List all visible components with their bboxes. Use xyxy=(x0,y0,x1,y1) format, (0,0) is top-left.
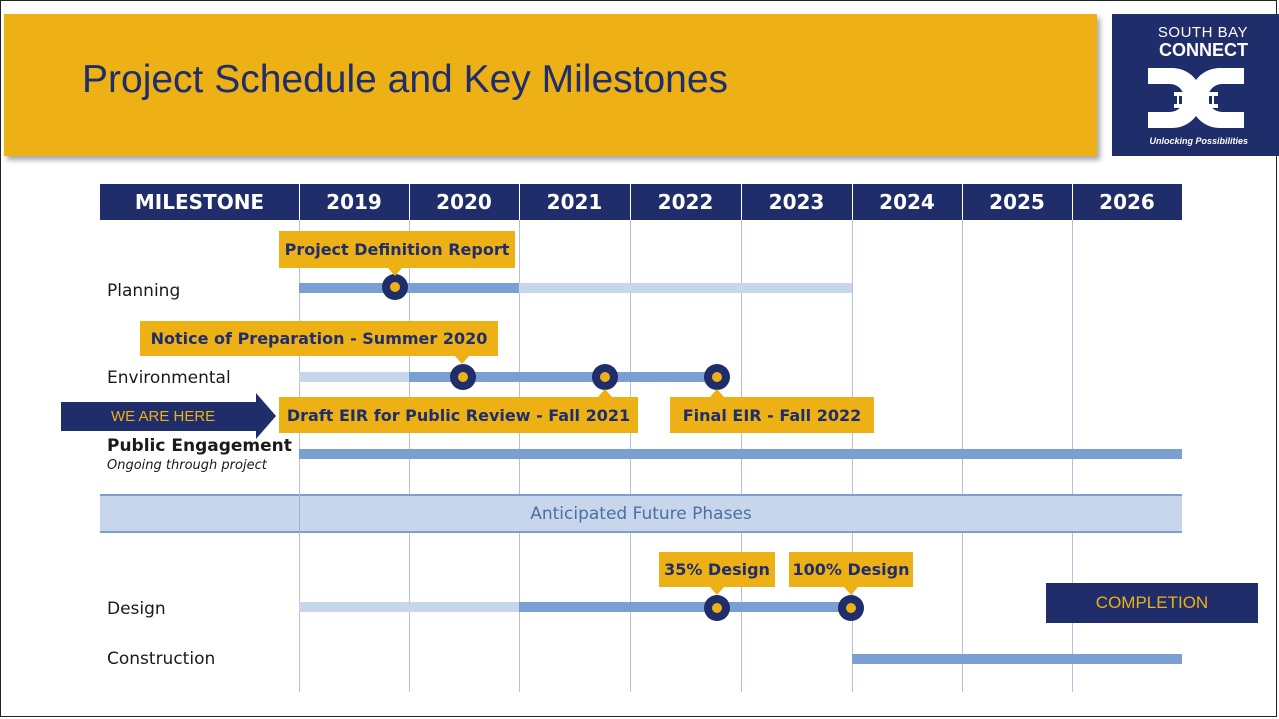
design-bar-active xyxy=(519,602,850,612)
callout-pointer xyxy=(710,389,724,397)
row-label-environmental: Environmental xyxy=(107,368,231,388)
public-engagement-bar xyxy=(299,449,1182,459)
callout-text: Final EIR - Fall 2022 xyxy=(682,405,862,425)
callout-pointer xyxy=(844,587,858,595)
year-gridline xyxy=(299,494,300,533)
callout-draft-eir: Draft EIR for Public Review - Fall 2021 xyxy=(279,389,638,433)
header-year: 2024 xyxy=(879,190,935,214)
milestone-marker-icon xyxy=(450,364,476,390)
row-label-design: Design xyxy=(107,599,166,619)
header-year: 2022 xyxy=(657,190,714,214)
header-divider xyxy=(299,184,300,220)
milestone-marker-icon xyxy=(704,364,730,390)
logo-line1: SOUTH BAY xyxy=(1157,24,1248,41)
logo-mark-icon xyxy=(1148,68,1244,128)
callout-pointer xyxy=(455,356,469,364)
logo-line2: CONNECT xyxy=(1159,40,1248,60)
planning-bar-active xyxy=(299,283,519,293)
header-divider xyxy=(852,184,853,220)
we-are-here-banner: WE ARE HERE xyxy=(61,402,256,431)
callout-notice-of-preparation: Notice of Preparation - Summer 2020 xyxy=(140,321,498,364)
header-divider xyxy=(630,184,631,220)
milestone-marker-icon xyxy=(838,595,864,621)
title-banner xyxy=(4,14,1097,156)
row-label-planning: Planning xyxy=(107,281,181,301)
future-phases-band: Anticipated Future Phases xyxy=(100,494,1182,533)
milestone-marker-icon xyxy=(704,595,730,621)
header-divider xyxy=(962,184,963,220)
header-year: 2021 xyxy=(546,190,603,214)
callout-text: Draft EIR for Public Review - Fall 2021 xyxy=(286,405,631,425)
planning-bar-planned xyxy=(519,283,852,293)
callout-35-design: 35% Design xyxy=(659,552,775,595)
callout-pointer xyxy=(710,587,724,595)
callout-text: 35% Design xyxy=(664,560,770,579)
future-phases-label: Anticipated Future Phases xyxy=(530,503,752,524)
arrow-right-icon xyxy=(256,393,276,439)
callout-project-definition: Project Definition Report xyxy=(279,231,515,276)
header-divider xyxy=(519,184,520,220)
page-title: Project Schedule and Key Milestones xyxy=(82,58,729,101)
callout-final-eir: Final EIR - Fall 2022 xyxy=(670,389,874,433)
header-divider xyxy=(409,184,410,220)
logo-tagline: Unlocking Possibilities xyxy=(1149,136,1248,146)
timeline-header: MILESTONE 2019 2020 2021 2022 2023 2024 … xyxy=(100,184,1182,220)
callout-text: Notice of Preparation - Summer 2020 xyxy=(150,329,488,348)
header-divider xyxy=(1072,184,1073,220)
callout-pointer xyxy=(388,268,402,276)
milestone-marker-icon xyxy=(592,364,618,390)
completion-badge: COMPLETION xyxy=(1046,583,1258,623)
header-year: 2026 xyxy=(1099,190,1155,214)
environmental-bar-planned xyxy=(299,372,409,382)
design-bar-planned xyxy=(299,602,519,612)
header-milestone: MILESTONE xyxy=(134,190,265,214)
callout-100-design: 100% Design xyxy=(789,552,913,595)
header-year: 2020 xyxy=(436,190,492,214)
milestone-marker-icon xyxy=(382,274,408,300)
callout-pointer xyxy=(598,389,612,397)
header-year: 2023 xyxy=(768,190,825,214)
completion-label: COMPLETION xyxy=(1095,593,1209,612)
construction-bar xyxy=(852,654,1182,664)
row-sublabel-public-engagement: Ongoing through project xyxy=(107,458,267,473)
header-year: 2019 xyxy=(326,190,382,214)
row-label-public-engagement: Public Engagement xyxy=(107,436,292,456)
south-bay-connect-logo: SOUTH BAY CONNECT Unlocking Possibilitie… xyxy=(1112,14,1279,156)
header-divider xyxy=(741,184,742,220)
callout-text: 100% Design xyxy=(792,560,910,579)
row-label-construction: Construction xyxy=(107,649,216,669)
header-year: 2025 xyxy=(989,190,1045,214)
environmental-bar-active xyxy=(409,372,717,382)
callout-text: Project Definition Report xyxy=(284,240,510,259)
we-are-here-label: WE ARE HERE xyxy=(111,408,216,425)
